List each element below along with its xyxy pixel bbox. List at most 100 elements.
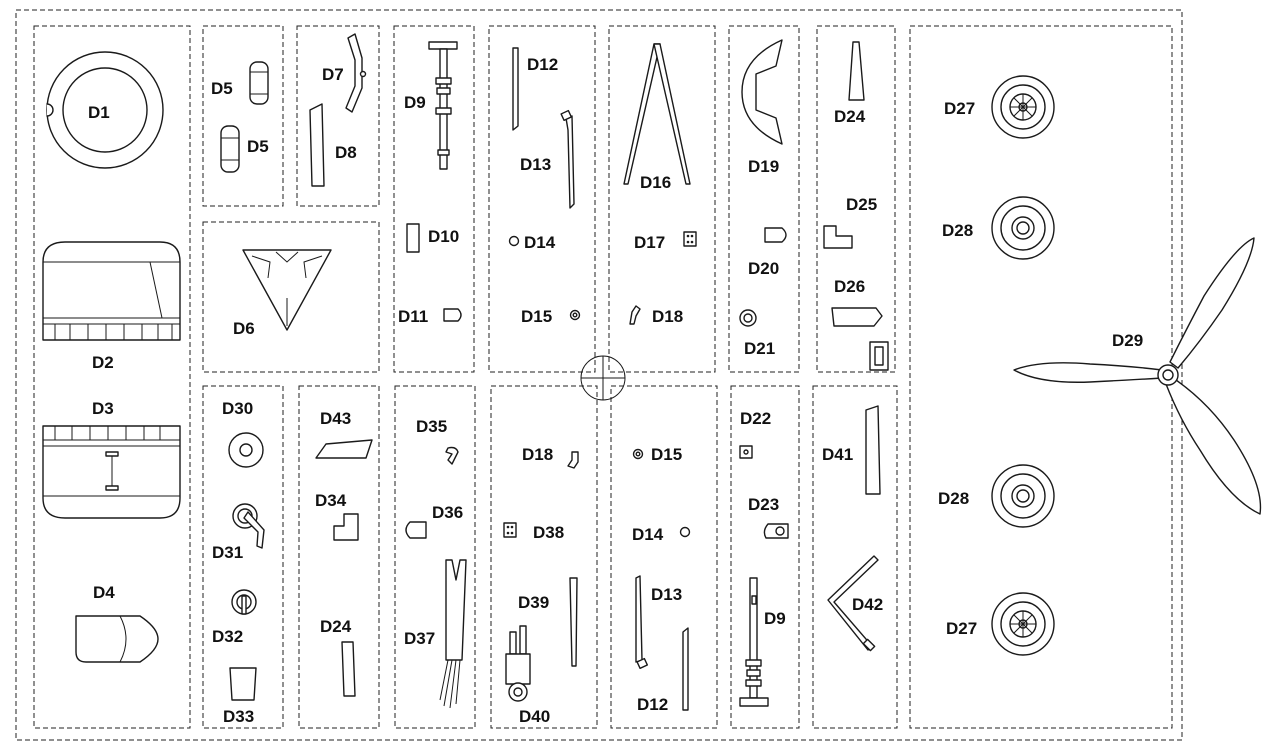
label-d41: D41 <box>822 445 853 464</box>
part-d21 <box>739 309 757 327</box>
label-d30: D30 <box>222 399 253 418</box>
part-d15-b <box>632 448 644 460</box>
label-d13-a: D13 <box>520 155 551 174</box>
label-d8: D8 <box>335 143 357 162</box>
part-d35 <box>445 446 459 465</box>
part-d18-a <box>629 305 641 325</box>
label-d24-a: D24 <box>834 107 866 126</box>
label-d18-b: D18 <box>522 445 553 464</box>
part-d16 <box>623 43 691 185</box>
label-d9-a: D9 <box>404 93 426 112</box>
part-d37 <box>439 559 467 709</box>
label-d7: D7 <box>322 65 344 84</box>
label-d33: D33 <box>223 707 254 726</box>
part-d5-b <box>220 125 240 173</box>
label-d21: D21 <box>744 339 775 358</box>
part-d31 <box>232 503 265 549</box>
label-d16: D16 <box>640 173 671 192</box>
label-d43: D43 <box>320 409 351 428</box>
part-d27-b <box>991 592 1055 656</box>
part-d8 <box>309 103 325 187</box>
part-d28-a <box>991 196 1055 260</box>
label-d14-b: D14 <box>632 525 664 544</box>
part-d1 <box>46 51 164 169</box>
part-d7 <box>345 33 367 113</box>
part-d43 <box>315 439 373 459</box>
part-d5-a <box>249 61 269 105</box>
part-d3 <box>42 425 181 519</box>
part-d26-detail <box>869 341 889 371</box>
part-d25 <box>823 225 853 249</box>
label-d20: D20 <box>748 259 779 278</box>
label-d3: D3 <box>92 399 114 418</box>
label-d14-a: D14 <box>524 233 556 252</box>
part-d32 <box>231 589 257 615</box>
label-d35: D35 <box>416 417 447 436</box>
label-d22: D22 <box>740 409 771 428</box>
part-d4 <box>75 615 159 663</box>
label-d27-b: D27 <box>946 619 977 638</box>
part-d22 <box>739 445 753 459</box>
part-d33 <box>229 667 257 701</box>
label-d15-a: D15 <box>521 307 552 326</box>
part-d6 <box>242 249 332 331</box>
label-d28-b: D28 <box>938 489 969 508</box>
part-d27-a <box>991 75 1055 139</box>
label-d5-a: D5 <box>211 79 233 98</box>
label-d2: D2 <box>92 353 114 372</box>
label-d17: D17 <box>634 233 665 252</box>
label-d5-b: D5 <box>247 137 269 156</box>
label-d12-a: D12 <box>527 55 558 74</box>
part-d41 <box>865 405 881 495</box>
label-d23: D23 <box>748 495 779 514</box>
part-d42 <box>827 555 879 652</box>
label-d29: D29 <box>1112 331 1143 350</box>
label-d25: D25 <box>846 195 877 214</box>
label-d32: D32 <box>212 627 243 646</box>
label-d34: D34 <box>315 491 347 510</box>
part-d28-b <box>991 464 1055 528</box>
part-d13-b <box>635 575 649 670</box>
label-d31: D31 <box>212 543 243 562</box>
part-d17 <box>683 231 697 247</box>
label-d28-a: D28 <box>942 221 973 240</box>
part-d24-a <box>848 41 865 101</box>
part-d29 <box>1013 237 1262 515</box>
label-d12-b: D12 <box>637 695 668 714</box>
label-d11: D11 <box>398 307 428 326</box>
label-d26: D26 <box>834 277 865 296</box>
label-d37: D37 <box>404 629 435 648</box>
part-d20 <box>764 227 787 243</box>
label-d18-a: D18 <box>652 307 683 326</box>
label-d39: D39 <box>518 593 549 612</box>
label-d24-b: D24 <box>320 617 352 636</box>
part-d9-b <box>739 577 769 707</box>
part-d26 <box>831 307 883 327</box>
label-d10: D10 <box>428 227 459 246</box>
label-d42: D42 <box>852 595 883 614</box>
part-d14-b <box>679 526 691 538</box>
label-d15-b: D15 <box>651 445 682 464</box>
label-d38: D38 <box>533 523 564 542</box>
part-d12-a <box>512 47 519 131</box>
part-d18-b <box>567 451 579 469</box>
part-d40 <box>505 625 531 702</box>
part-d34 <box>333 513 359 541</box>
label-d4: D4 <box>93 583 115 602</box>
part-d36 <box>405 521 427 539</box>
label-d6: D6 <box>233 319 255 338</box>
label-d40: D40 <box>519 707 550 726</box>
part-d39 <box>569 577 578 667</box>
label-d36: D36 <box>432 503 463 522</box>
part-d15-a <box>569 309 581 321</box>
part-d12-b <box>682 627 689 711</box>
part-d24-b <box>341 641 356 697</box>
label-d1: D1 <box>88 103 110 122</box>
part-d13-a <box>560 109 575 209</box>
part-d2 <box>42 241 181 341</box>
label-d13-b: D13 <box>651 585 682 604</box>
part-d23 <box>763 523 789 539</box>
part-d30 <box>228 432 264 468</box>
label-d27-a: D27 <box>944 99 975 118</box>
